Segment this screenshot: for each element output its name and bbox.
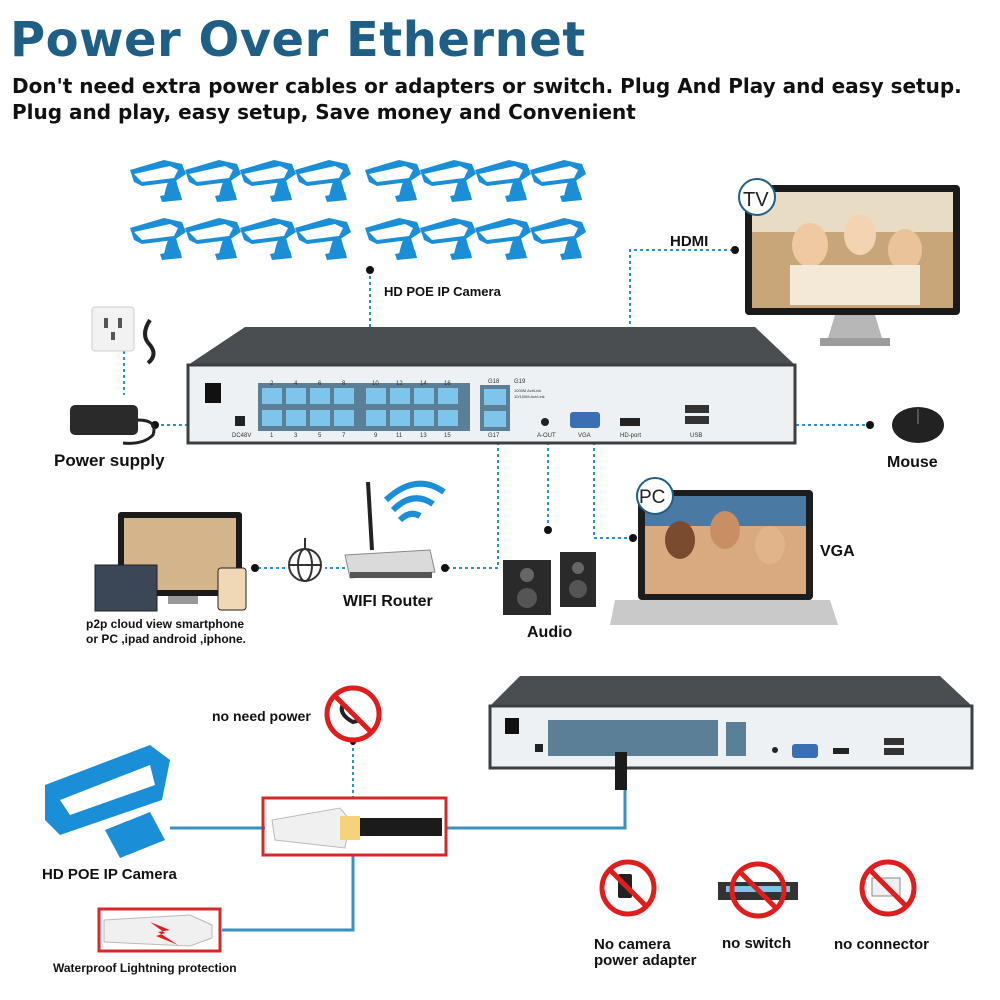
vga-port-label: VGA xyxy=(578,433,591,439)
camera-icon xyxy=(295,218,351,260)
camera-icon xyxy=(130,160,186,202)
page-title: Power Over Ethernet xyxy=(10,12,586,68)
camera-icon xyxy=(475,218,531,260)
wifi-icon xyxy=(383,480,446,523)
vga-label: VGA xyxy=(820,543,855,560)
port-number-top: 10 xyxy=(372,381,379,387)
port-number-bottom: 13 xyxy=(420,433,427,439)
port-number-top: 12 xyxy=(396,381,403,387)
no-sign-icon xyxy=(327,688,379,740)
g18-label: G18 xyxy=(488,379,500,385)
subtitle-line-1: Don't need extra power cables or adapter… xyxy=(12,74,962,98)
camera-icon xyxy=(530,160,586,202)
nvr-panel-text: 2 4 6 8 10 12 14 16 1 3 5 7 9 11 13 15 D… xyxy=(232,379,702,439)
port-number-top: 16 xyxy=(444,381,451,387)
waterproof-label: Waterproof Lightning protection xyxy=(53,961,237,975)
nvr-top-ports xyxy=(262,388,506,427)
aout-label: A-OUT xyxy=(537,433,556,439)
g19-label: G19 xyxy=(514,379,526,385)
camera-icon xyxy=(365,218,421,260)
no-sign-icon xyxy=(602,862,654,914)
speed-label: 10/100M Act/Link xyxy=(514,394,545,399)
poe-cable-lines xyxy=(170,790,627,932)
p2p-label-line-2: or PC ,ipad android ,iphone. xyxy=(86,632,246,646)
camera-icon xyxy=(130,218,186,260)
power-adapter-icon xyxy=(70,405,156,445)
mouse-icon xyxy=(892,407,944,443)
no-connector-label: no connector xyxy=(834,936,929,953)
port-number-bottom: 9 xyxy=(374,433,378,439)
subtitle-line-2: Plug and play, easy setup, Save money an… xyxy=(12,100,636,124)
poe-connector-icon xyxy=(97,907,222,953)
no-camera-label-line-2: power adapter xyxy=(594,952,697,969)
usb-label: USB xyxy=(690,433,702,439)
no-camera-label-line-1: No camera xyxy=(594,936,671,953)
port-number-bottom: 7 xyxy=(342,433,346,439)
hd-poe-camera-top-label: HD POE IP Camera xyxy=(384,284,502,299)
port-number-bottom: 3 xyxy=(294,433,298,439)
camera-icon xyxy=(185,218,241,260)
hd-port-label: HD-port xyxy=(620,433,641,439)
camera-icon xyxy=(185,160,241,202)
camera-icon xyxy=(240,160,296,202)
camera-icon xyxy=(45,745,170,858)
poe-connector-icon xyxy=(261,796,448,857)
power-cord-icon xyxy=(143,318,156,365)
monitor-icon xyxy=(94,512,247,612)
port-number-bottom: 1 xyxy=(270,433,274,439)
port-number-top: 14 xyxy=(420,381,427,387)
camera-icon xyxy=(365,160,421,202)
hd-poe-camera-bottom-label: HD POE IP Camera xyxy=(42,866,177,883)
camera-icon xyxy=(475,160,531,202)
port-number-bottom: 15 xyxy=(444,433,451,439)
globe-icon xyxy=(288,538,322,582)
audio-label: Audio xyxy=(527,624,573,641)
port-number-top: 4 xyxy=(294,381,298,387)
hdmi-label: HDMI xyxy=(670,233,708,250)
p2p-label-line-1: p2p cloud view smartphone xyxy=(86,617,244,631)
camera-icon xyxy=(420,218,476,260)
camera-grid xyxy=(130,160,586,260)
no-switch-label: no switch xyxy=(722,935,791,952)
no-sign-icon xyxy=(718,864,798,916)
camera-icon xyxy=(530,218,586,260)
wall-socket-icon xyxy=(91,306,135,352)
nvr-bottom xyxy=(488,676,974,790)
camera-icon xyxy=(295,160,351,202)
no-need-power-label: no need power xyxy=(212,708,311,724)
tv-icon xyxy=(738,178,960,346)
laptop-icon xyxy=(610,477,838,625)
power-supply-label: Power supply xyxy=(54,451,165,470)
port-number-top: 8 xyxy=(342,381,346,387)
port-number-top: 6 xyxy=(318,381,322,387)
wifi-router-label: WIFI Router xyxy=(343,593,433,610)
port-number-bottom: 5 xyxy=(318,433,322,439)
no-sign-icon xyxy=(862,862,914,914)
speaker-icon xyxy=(503,552,596,615)
tv-label: TV xyxy=(743,189,769,211)
mouse-label: Mouse xyxy=(887,454,938,471)
dc-label: DC48V xyxy=(232,433,251,439)
camera-icon xyxy=(240,218,296,260)
port-number-bottom: 11 xyxy=(396,433,403,439)
camera-icon xyxy=(420,160,476,202)
router-icon xyxy=(344,481,436,579)
pc-label: PC xyxy=(639,487,665,508)
port-number-top: 2 xyxy=(270,381,274,387)
g17-label: G17 xyxy=(488,433,500,439)
speed-label: 1000M Act/Link xyxy=(514,388,541,393)
